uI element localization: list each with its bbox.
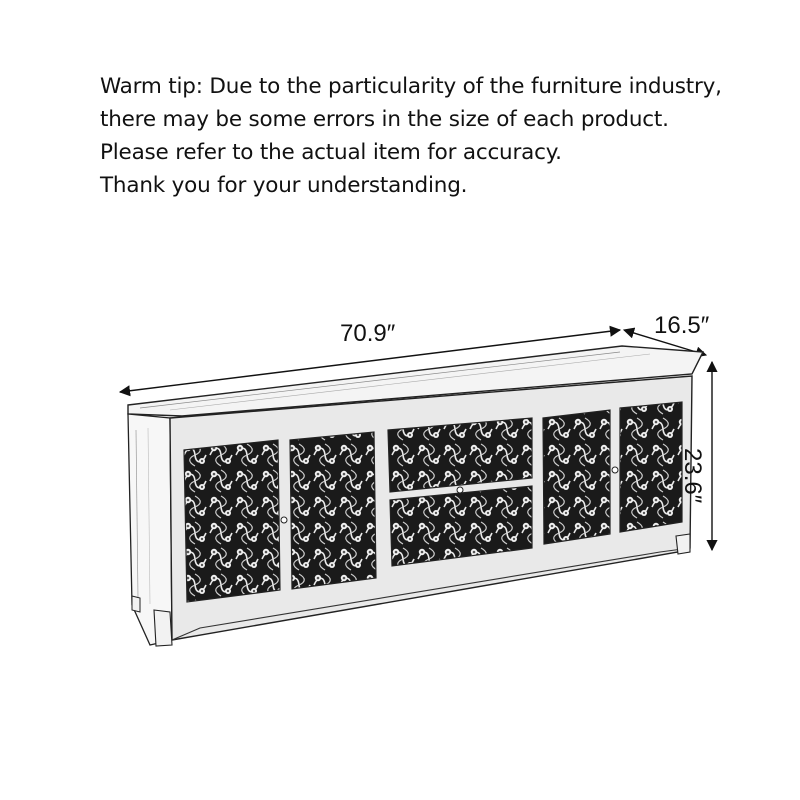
handle-right bbox=[611, 466, 619, 474]
leg-back-left bbox=[131, 595, 141, 613]
door-left-outer bbox=[183, 439, 281, 603]
handle-drawer bbox=[456, 486, 464, 494]
tip-line-2: there may be some errors in the size of … bbox=[100, 107, 669, 132]
warm-tip-text: Warm tip: Due to the particularity of th… bbox=[100, 70, 780, 202]
width-label: 70.9″ bbox=[340, 320, 396, 347]
drawer-top bbox=[387, 417, 533, 493]
door-right-outer bbox=[619, 401, 683, 533]
door-left-inner bbox=[289, 431, 377, 590]
leg-front-right bbox=[675, 533, 691, 555]
tip-line-4: Thank you for your understanding. bbox=[100, 173, 468, 198]
door-right-inner bbox=[542, 409, 611, 545]
leg-front-left bbox=[153, 609, 173, 647]
tip-line-3: Please refer to the actual item for accu… bbox=[100, 140, 562, 165]
height-label: 23.6″ bbox=[679, 448, 706, 504]
tip-line-1: Warm tip: Due to the particularity of th… bbox=[100, 74, 722, 99]
drawer-bottom bbox=[389, 485, 533, 567]
depth-label: 16.5″ bbox=[654, 312, 710, 339]
width-arrow bbox=[118, 325, 622, 397]
handle-left bbox=[280, 516, 288, 524]
